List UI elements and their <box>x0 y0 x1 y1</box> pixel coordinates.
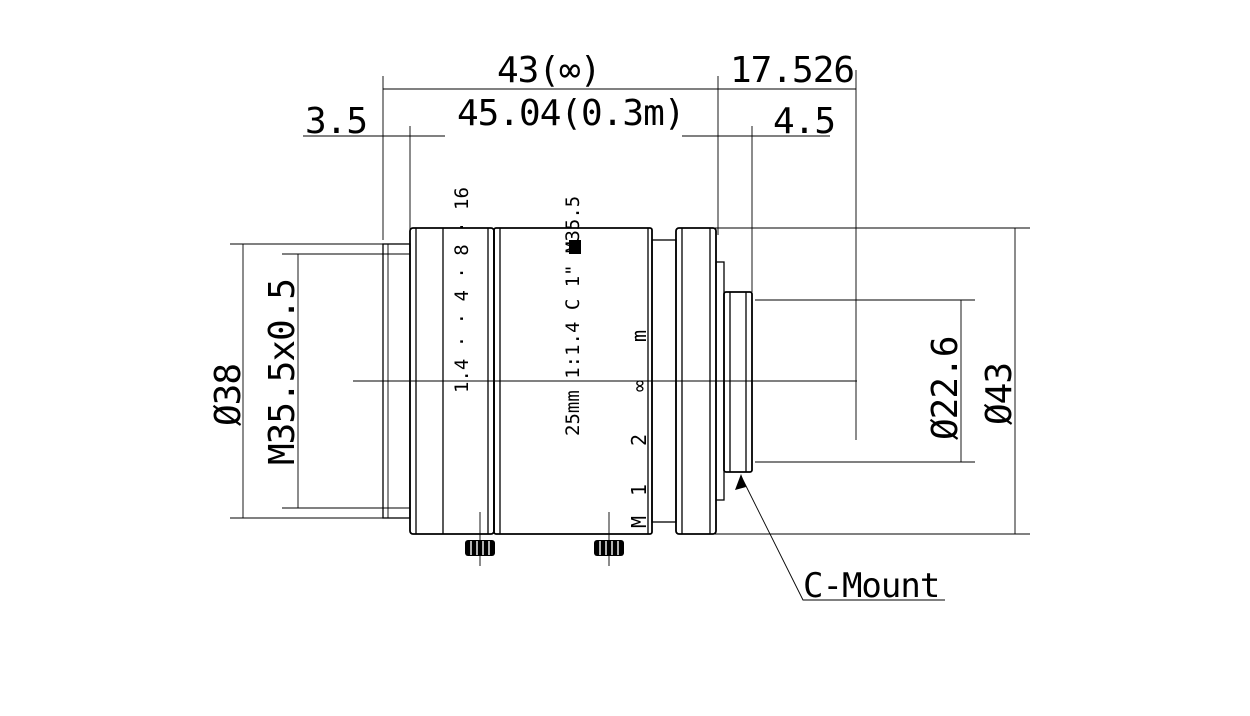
dimension-overall-length-inf: 43(∞) <box>497 50 600 91</box>
right-dimension-lines <box>715 227 1030 535</box>
left-dimension-lines <box>230 243 385 519</box>
dimension-front-diameter: Ø38 <box>208 364 249 426</box>
dimension-overall-length-close: 45.04(0.3m) <box>457 93 684 134</box>
lens-spec-logo-icon <box>569 240 581 254</box>
dimension-filter-thread: M35.5x0.5 <box>262 279 303 465</box>
lock-screw-focus <box>594 512 624 566</box>
focus-scale: m ∞ 2 1 M <box>627 330 651 528</box>
lens-spec-text: 25mm 1:1.4 C 1" M35.5 <box>562 196 584 436</box>
dimension-body-diameter: Ø43 <box>979 363 1020 425</box>
c-mount-label: C-Mount <box>803 566 939 606</box>
focus-scale-mark: ∞ <box>627 380 651 392</box>
dimension-mount-diameter: Ø22.6 <box>925 337 966 440</box>
focus-scale-mark: 2 <box>627 434 651 446</box>
dimension-flange-back: 17.526 <box>730 50 854 91</box>
dimension-front-step: 3.5 <box>305 101 367 142</box>
top-dimension-lines <box>303 70 857 440</box>
focus-scale-mark: M <box>627 516 651 528</box>
c-mount-leader <box>735 474 945 601</box>
lock-screw-aperture <box>465 512 495 566</box>
lens-body <box>382 227 753 535</box>
focus-scale-mark: m <box>627 330 651 342</box>
dimension-mount-depth: 4.5 <box>773 101 835 142</box>
focus-scale-mark: 1 <box>627 484 651 496</box>
aperture-scale: 1.4 · · 4 · 8 · 16 <box>451 187 473 393</box>
